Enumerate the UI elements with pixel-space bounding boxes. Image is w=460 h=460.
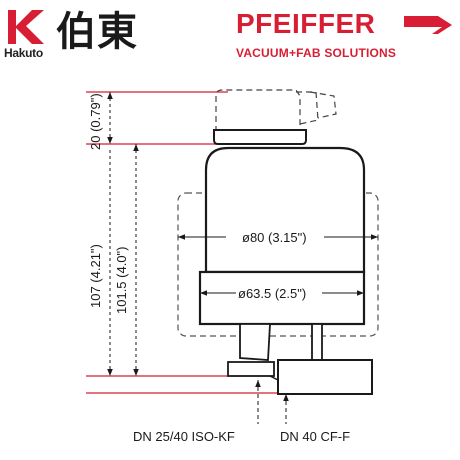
- dim-label-body: 101.5 (4.0"): [114, 247, 129, 315]
- pfeiffer-wordmark: PFEIFFER: [236, 8, 376, 39]
- hakuto-wordmark: Hakuto: [4, 46, 43, 60]
- dim-label-connector: 20 (0.79"): [88, 93, 103, 150]
- dim-total-height: 107 (4.21"): [88, 150, 113, 376]
- pfeiffer-logo: PFEIFFER VACUUM+FAB SOLUTIONS: [236, 8, 458, 64]
- hakuto-mark-icon: [8, 10, 44, 44]
- connector-outline: [215, 89, 337, 132]
- dim-inner-width: ø63.5 (2.5"): [200, 286, 364, 301]
- dim-body-height: 101.5 (4.0"): [114, 144, 139, 376]
- dim-connector-height: 20 (0.79"): [88, 92, 113, 150]
- reference-lines: [86, 91, 278, 394]
- flange-cf-label: DN 40 CF-F: [280, 429, 350, 444]
- hakuto-kanji: 伯東: [56, 10, 138, 54]
- dim-label-total: 107 (4.21"): [88, 244, 103, 308]
- dim-label-inner: ø63.5 (2.5"): [238, 286, 306, 301]
- pfeiffer-arrow-icon: [404, 16, 452, 34]
- pfeiffer-tagline: VACUUM+FAB SOLUTIONS: [236, 46, 397, 60]
- flange-leaders: [255, 380, 289, 424]
- gauge-body: [198, 129, 373, 395]
- dim-label-outer: ø80 (3.15"): [242, 230, 307, 245]
- flange-kf-label: DN 25/40 ISO-KF: [133, 429, 235, 444]
- hakuto-logo: Hakuto 伯東: [4, 6, 164, 62]
- dim-outer-width: ø80 (3.15"): [178, 230, 378, 245]
